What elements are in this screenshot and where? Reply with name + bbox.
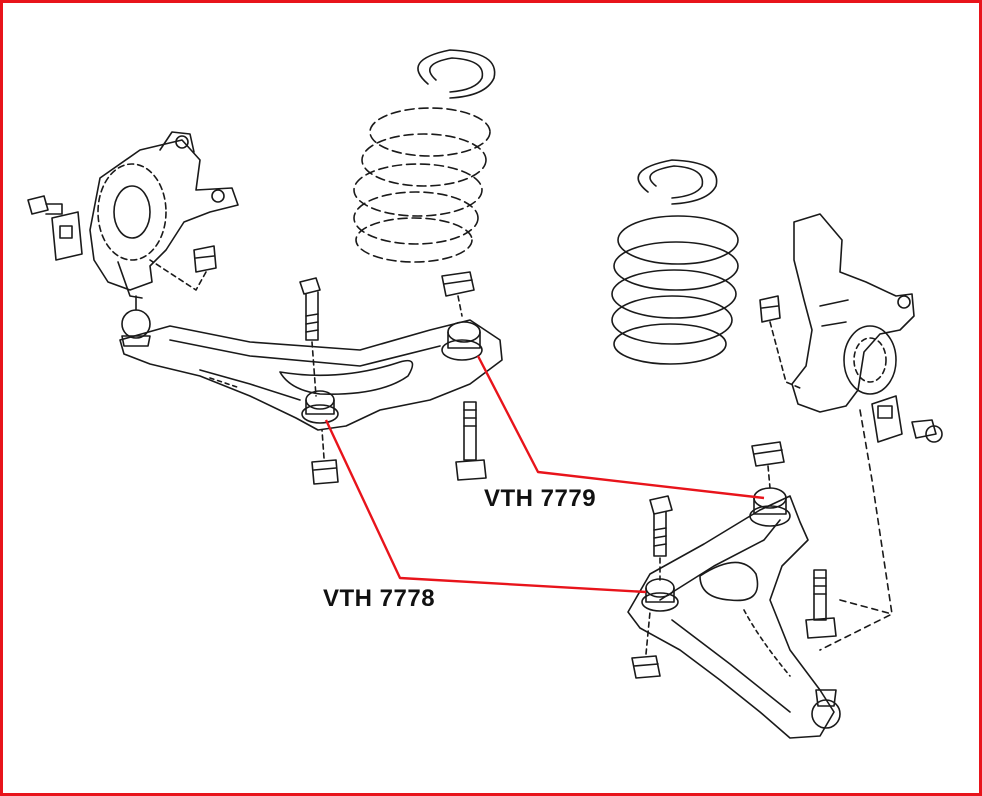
left-steering-knuckle xyxy=(89,131,239,311)
right-front-bushing xyxy=(641,578,679,612)
left-front-bushing xyxy=(301,390,339,424)
right-steering-knuckle xyxy=(791,213,915,413)
left-sensor-bracket xyxy=(51,211,83,261)
part-label-vth-7779: VTH 7779 xyxy=(484,485,597,512)
part-label-vth-7778: VTH 7778 xyxy=(323,585,436,612)
callout-line-7779 xyxy=(476,355,765,500)
right-spring-seat xyxy=(637,159,718,205)
left-lower-control-arm xyxy=(119,319,503,431)
right-front-bolt xyxy=(649,495,673,581)
left-spring-seat xyxy=(417,49,496,99)
right-sensor-bracket xyxy=(871,395,903,443)
callout-line-7778 xyxy=(324,419,647,594)
right-rear-bushing xyxy=(749,487,791,527)
right-rear-nut xyxy=(751,441,785,489)
right-bolt xyxy=(911,419,943,443)
right-dashed-guide xyxy=(819,409,893,651)
right-coil-spring xyxy=(611,215,739,365)
right-rear-bolt xyxy=(805,569,837,639)
right-lower-control-arm xyxy=(627,495,835,739)
left-front-bolt xyxy=(299,277,321,397)
left-rear-bolt xyxy=(455,401,487,481)
left-ball-joint xyxy=(121,309,151,347)
right-front-nut xyxy=(631,611,661,679)
right-knuckle-nut xyxy=(759,295,801,389)
left-knuckle-nut xyxy=(149,245,217,291)
left-coil-spring xyxy=(353,107,491,263)
left-bolt xyxy=(27,195,63,215)
right-ball-joint xyxy=(811,689,841,729)
left-rear-bushing xyxy=(441,321,483,361)
left-front-nut xyxy=(311,429,339,485)
left-rear-nut xyxy=(441,271,475,317)
